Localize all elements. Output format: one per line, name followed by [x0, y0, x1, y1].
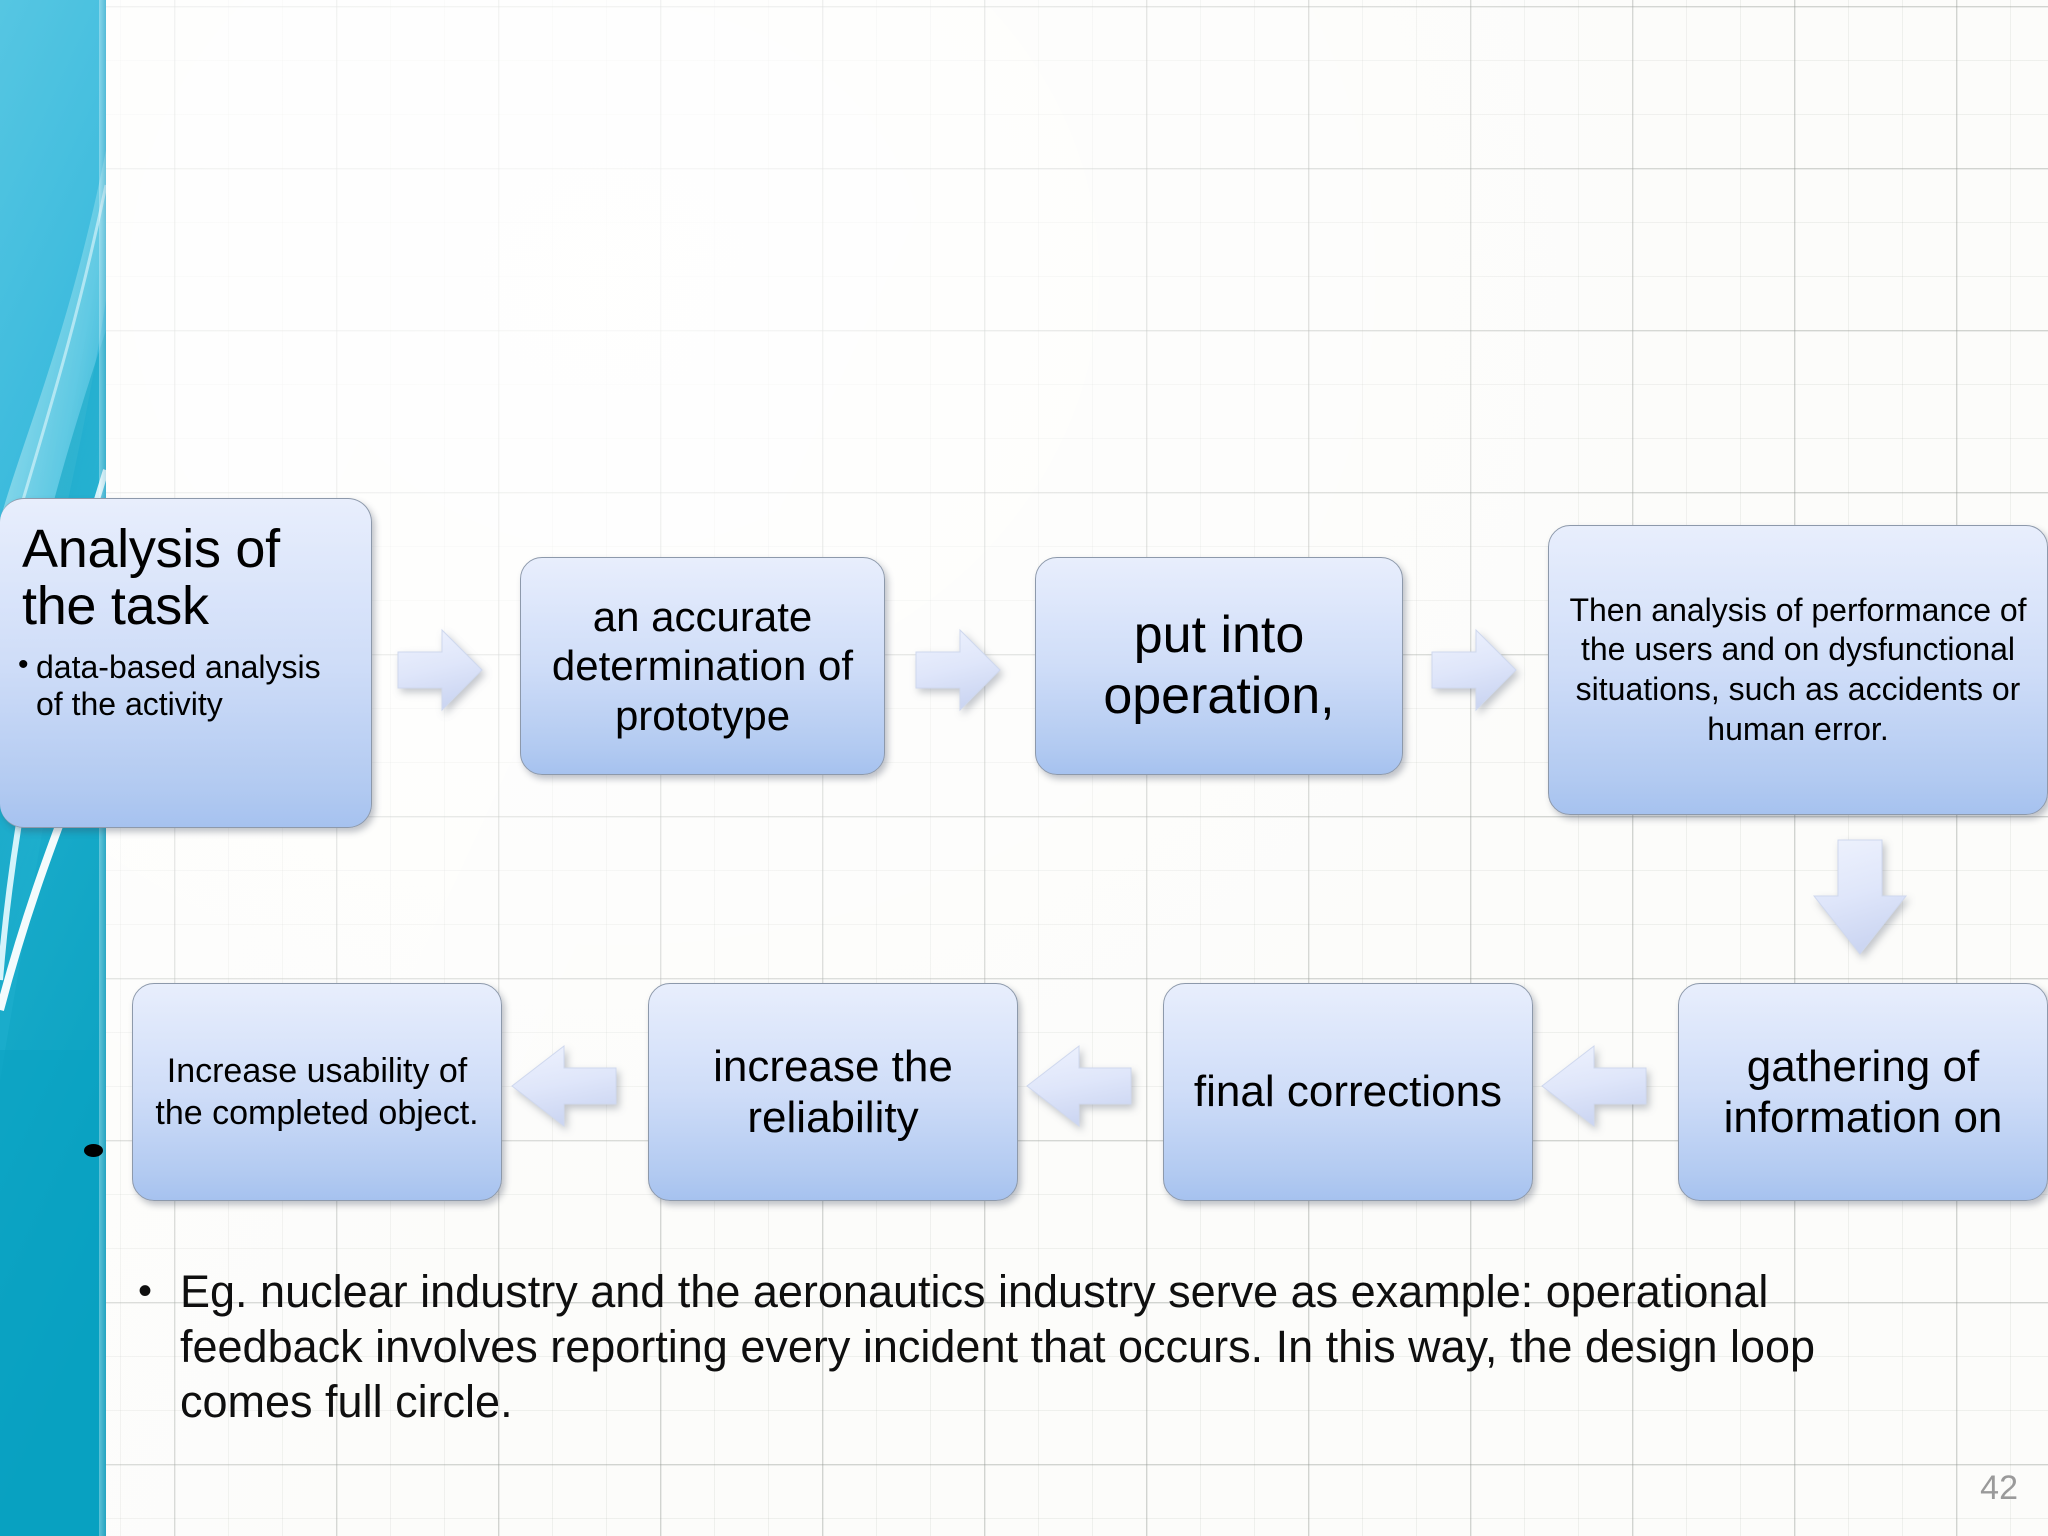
arrow-left-icon — [1023, 1038, 1133, 1134]
flow-box-final-corrections[interactable]: final corrections — [1163, 983, 1533, 1201]
arrow-down-icon — [1810, 838, 1910, 956]
flow-box-increase-usability[interactable]: Increase usability of the completed obje… — [132, 983, 502, 1201]
flow-box-performance-analysis[interactable]: Then analysis of performance of the user… — [1548, 525, 2048, 815]
flow-box-prototype[interactable]: an accurate determination of prototype — [520, 557, 885, 775]
flow-box-gathering-information[interactable]: gathering of information on — [1678, 983, 2048, 1201]
arrow-left-icon — [1538, 1038, 1648, 1134]
flow-box-label: an accurate determination of prototype — [551, 593, 854, 739]
page-number: 42 — [1980, 1469, 2018, 1507]
flow-box-analysis-of-the-task[interactable]: Analysis of the task data-based analysis… — [0, 498, 372, 828]
arrow-right-icon — [914, 622, 1002, 718]
arrow-left-icon — [508, 1038, 618, 1134]
flow-box-label: increase the reliability — [713, 1041, 953, 1142]
arrow-right-icon — [1430, 622, 1518, 718]
flow-box-label: Increase usability of the completed obje… — [155, 1051, 479, 1132]
flow-box-label: put into operation, — [1103, 606, 1335, 725]
bottom-bullet-paragraph: • Eg. nuclear industry and the aeronauti… — [110, 1265, 1940, 1430]
bottom-bullet-text: Eg. nuclear industry and the aeronautics… — [180, 1266, 1816, 1427]
bullet-glyph: • — [137, 1269, 152, 1313]
flow-box-increase-reliability[interactable]: increase the reliability — [648, 983, 1018, 1201]
flow-box-label: final corrections — [1193, 1067, 1503, 1117]
flow-box-bullet: data-based analysis of the activity — [18, 648, 353, 721]
flow-box-title: Analysis of the task — [22, 519, 280, 637]
arrow-right-icon — [396, 622, 484, 718]
flow-box-label: Then analysis of performance of the user… — [1569, 591, 2027, 747]
flow-box-label: gathering of information on — [1723, 1041, 2003, 1142]
flow-box-put-into-operation[interactable]: put into operation, — [1035, 557, 1403, 775]
sidebar-dot-marker — [84, 1144, 103, 1157]
